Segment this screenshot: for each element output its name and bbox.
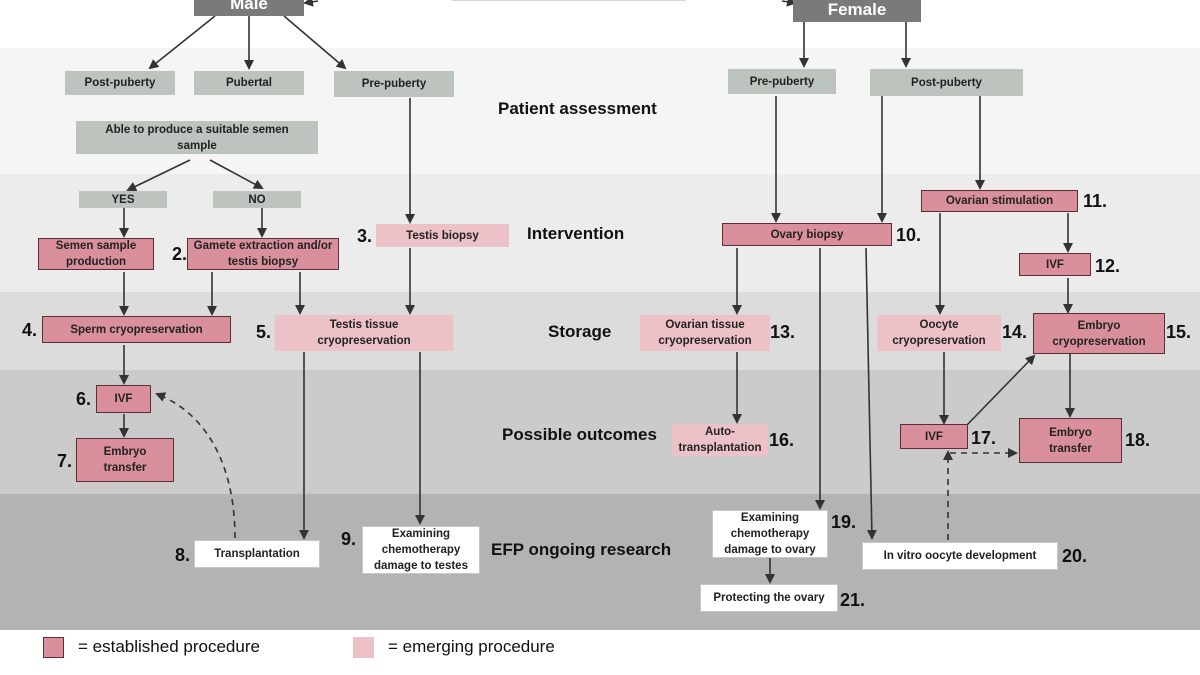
examining-testes: Examining chemotherapy damage to testes bbox=[362, 526, 480, 574]
female-header: Female bbox=[793, 0, 921, 22]
number-18: 18. bbox=[1125, 430, 1151, 450]
semen-sample-production: Semen sample production bbox=[38, 238, 154, 270]
female-post-puberty: Post-puberty bbox=[870, 69, 1023, 96]
number-19: 19. bbox=[831, 512, 857, 532]
semen-sample-question: Able to produce a suitable semen sample bbox=[76, 121, 318, 154]
arrow-male-post bbox=[148, 15, 216, 70]
legend-emerging-label: = emerging procedure bbox=[388, 637, 555, 656]
male-embryo-transfer: Embryo transfer bbox=[76, 438, 174, 482]
sperm-cryopreservation: Sperm cryopreservation bbox=[42, 316, 231, 343]
protecting-the-ovary: Protecting the ovary bbox=[700, 584, 838, 612]
oocyte-cryopreservation: Oocyte cryopreservation bbox=[877, 315, 1001, 351]
number-16: 16. bbox=[769, 430, 795, 450]
stage-intervention: Intervention bbox=[527, 224, 625, 243]
male-pubertal: Pubertal bbox=[194, 71, 304, 95]
arrow-no bbox=[209, 159, 264, 189]
testis-tissue-cryopreservation: Testis tissue cryopreservation bbox=[275, 315, 453, 351]
number-20: 20. bbox=[1062, 546, 1088, 566]
arrow-ovary-invitro bbox=[865, 247, 877, 540]
stage-storage: Storage bbox=[548, 322, 612, 341]
female-ivf-12: IVF bbox=[1019, 253, 1091, 276]
female-embryo-transfer: Embryo transfer bbox=[1019, 418, 1122, 463]
number-14: 14. bbox=[1002, 322, 1028, 342]
legend-established-label: = established procedure bbox=[78, 637, 260, 656]
number-7: 7. bbox=[57, 451, 73, 471]
embryo-cryopreservation: Embryo cryopreservation bbox=[1033, 313, 1165, 354]
arrow-male-header-left bbox=[303, 0, 319, 7]
number-15: 15. bbox=[1166, 322, 1192, 342]
number-2: 2. bbox=[172, 244, 188, 264]
in-vitro-oocyte-development: In vitro oocyte development bbox=[862, 542, 1058, 570]
number-12: 12. bbox=[1095, 256, 1121, 276]
auto-transplantation: Auto-transplantation bbox=[672, 424, 768, 456]
top-placeholder-box bbox=[452, 0, 686, 1]
number-6: 6. bbox=[76, 389, 92, 409]
number-9: 9. bbox=[341, 529, 357, 549]
transplantation: Transplantation bbox=[194, 540, 320, 568]
number-17: 17. bbox=[971, 428, 997, 448]
arrow-female-header-left bbox=[781, 0, 797, 7]
number-5: 5. bbox=[256, 322, 272, 342]
female-ivf-17: IVF bbox=[900, 424, 968, 449]
legend-established-swatch bbox=[43, 637, 64, 658]
arrow-transplant-ivf-dashed bbox=[155, 392, 236, 539]
answer-yes: YES bbox=[79, 191, 167, 208]
stage-efp-research: EFP ongoing research bbox=[491, 540, 672, 559]
number-8: 8. bbox=[175, 545, 191, 565]
ovarian-stimulation: Ovarian stimulation bbox=[921, 190, 1078, 212]
number-13: 13. bbox=[770, 322, 796, 342]
number-11: 11. bbox=[1083, 191, 1108, 211]
answer-no: NO bbox=[213, 191, 301, 208]
ovarian-tissue-cryopreservation: Ovarian tissue cryopreservation bbox=[640, 315, 770, 351]
stage-patient-assessment: Patient assessment bbox=[498, 99, 657, 118]
ovary-biopsy: Ovary biopsy bbox=[722, 223, 892, 246]
testis-biopsy: Testis biopsy bbox=[376, 224, 509, 247]
male-pre-puberty: Pre-puberty bbox=[334, 71, 454, 97]
number-10: 10. bbox=[896, 225, 922, 245]
number-3: 3. bbox=[357, 226, 373, 246]
arrow-yes bbox=[126, 159, 191, 192]
male-post-puberty: Post-puberty bbox=[65, 71, 175, 95]
male-ivf: IVF bbox=[96, 385, 151, 413]
arrow-male-pre bbox=[283, 15, 347, 70]
stage-possible-outcomes: Possible outcomes bbox=[502, 425, 657, 444]
number-21: 21. bbox=[840, 590, 866, 610]
number-4: 4. bbox=[22, 320, 38, 340]
arrow-ivf-embryocryo-diag bbox=[965, 354, 1036, 427]
examining-ovary: Examining chemotherapy damage to ovary bbox=[712, 510, 828, 558]
male-header: Male bbox=[194, 0, 304, 16]
legend-emerging-swatch bbox=[353, 637, 374, 658]
female-pre-puberty: Pre-puberty bbox=[728, 69, 836, 94]
gamete-extraction: Gamete extraction and/or testis biopsy bbox=[187, 238, 339, 270]
